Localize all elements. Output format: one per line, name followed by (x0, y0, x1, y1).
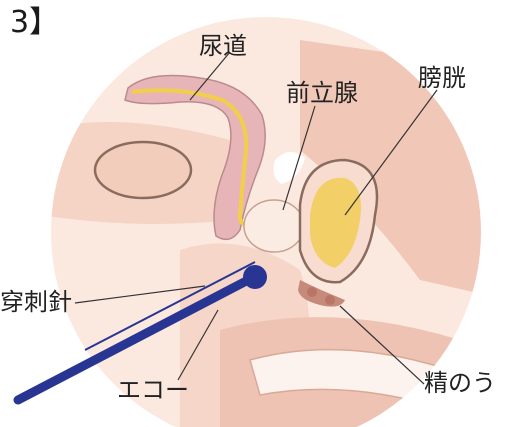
label-bladder: 膀胱 (418, 66, 466, 90)
label-urethra: 尿道 (199, 34, 247, 58)
pubic-bone (95, 142, 191, 198)
prostate-gland (244, 200, 304, 252)
label-prostate: 前立腺 (286, 81, 358, 105)
figure-number: 3】 (10, 8, 59, 38)
label-biopsy-needle: 穿刺針 (0, 290, 72, 314)
label-ultrasound-probe: エコー (117, 378, 189, 402)
probe-tip (243, 265, 267, 289)
seminal-vesicle-lobe (307, 287, 317, 297)
label-seminal-vesicle: 精のう (424, 371, 496, 395)
seminal-vesicle-lobe (325, 295, 335, 305)
